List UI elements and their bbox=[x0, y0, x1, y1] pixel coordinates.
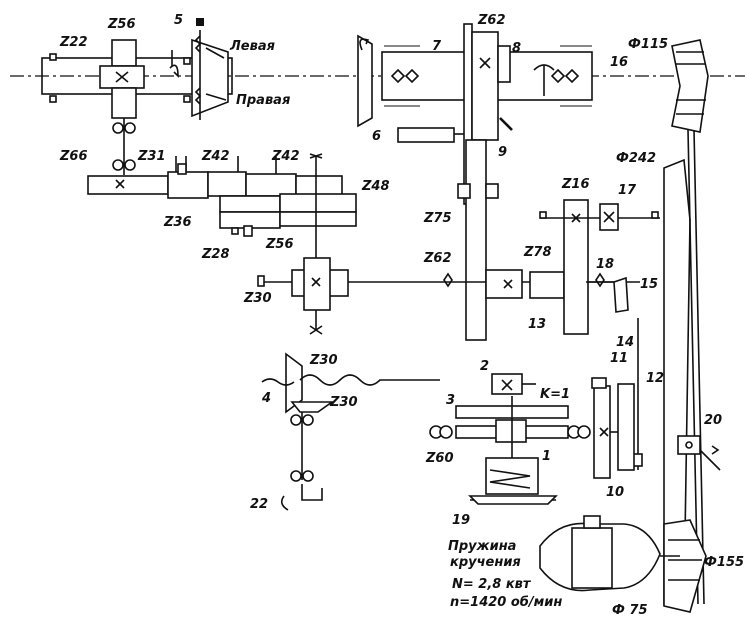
label-z48: Z48 bbox=[361, 179, 390, 194]
label-n6: 6 bbox=[372, 129, 381, 144]
label-z30-b: Z30 bbox=[329, 395, 358, 410]
electric-motor bbox=[539, 515, 680, 592]
label-z31: Z31 bbox=[137, 149, 166, 164]
label-z22: Z22 bbox=[59, 35, 88, 50]
label-n19: 19 bbox=[452, 513, 470, 528]
label-z78: Z78 bbox=[523, 245, 552, 260]
gearbox-block bbox=[87, 153, 357, 266]
label-n9: 9 bbox=[498, 145, 507, 160]
label-z256: Z56 bbox=[107, 17, 136, 32]
label-phi75: Ф 75 bbox=[612, 603, 648, 618]
label-z62: Z62 bbox=[423, 251, 452, 266]
label-n1: 1 bbox=[542, 449, 551, 464]
lever-assembly bbox=[591, 377, 635, 479]
label-z36: Z36 bbox=[163, 215, 192, 230]
label-n4: 4 bbox=[261, 391, 271, 406]
label-n7: 7 bbox=[432, 39, 442, 54]
label-n18: 18 bbox=[596, 257, 614, 272]
label-n20: 20 bbox=[704, 413, 722, 428]
middle-shaft-assembly bbox=[257, 183, 660, 470]
belt-drive bbox=[663, 39, 721, 613]
label-n15: 15 bbox=[640, 277, 658, 292]
label-n17: 17 bbox=[618, 183, 637, 198]
label-n12: 12 bbox=[646, 371, 664, 386]
label-phi242: Ф242 bbox=[616, 151, 656, 166]
label-n16: 16 bbox=[610, 55, 628, 70]
label-z42a: Z42 bbox=[201, 149, 230, 164]
label-z66: Z66 bbox=[59, 149, 88, 164]
label-pravaya: Правая bbox=[236, 93, 290, 108]
label-power: N= 2,8 квт bbox=[452, 577, 532, 592]
label-z30-a: Z30 bbox=[309, 353, 338, 368]
label-z60: Z60 bbox=[425, 451, 454, 466]
label-n3: 3 bbox=[446, 393, 455, 408]
label-n8: 8 bbox=[512, 41, 521, 56]
label-phi155: Ф155 bbox=[704, 555, 744, 570]
label-spring-1: Пружина bbox=[448, 539, 516, 554]
label-z16: Z16 bbox=[561, 177, 590, 192]
label-z262-top: Z62 bbox=[477, 13, 506, 28]
label-n22: 22 bbox=[250, 497, 268, 512]
label-n10: 10 bbox=[606, 485, 624, 500]
label-n11: 11 bbox=[610, 351, 628, 366]
label-n2: 2 bbox=[480, 359, 489, 374]
bevel-gear-assembly bbox=[261, 352, 440, 511]
label-z56: Z56 bbox=[265, 237, 294, 252]
label-z30-mid: Z30 bbox=[243, 291, 272, 306]
label-n5: 5 bbox=[174, 13, 183, 28]
label-phi115: Ф115 bbox=[628, 37, 668, 52]
label-n13: 13 bbox=[528, 317, 546, 332]
label-z28: Z28 bbox=[201, 247, 230, 262]
label-z75: Z75 bbox=[423, 211, 452, 226]
label-z42b: Z42 bbox=[271, 149, 300, 164]
top-center-shaft-assembly bbox=[357, 23, 593, 341]
top-left-spindle-assembly bbox=[10, 18, 745, 175]
label-spring-2: кручения bbox=[450, 555, 521, 570]
worm-drive-assembly bbox=[429, 373, 591, 505]
label-speed: n=1420 об/мин bbox=[450, 595, 562, 610]
label-levaya: Левая bbox=[229, 39, 275, 54]
label-n14: 14 bbox=[616, 335, 634, 350]
label-k1: K=1 bbox=[540, 387, 570, 402]
